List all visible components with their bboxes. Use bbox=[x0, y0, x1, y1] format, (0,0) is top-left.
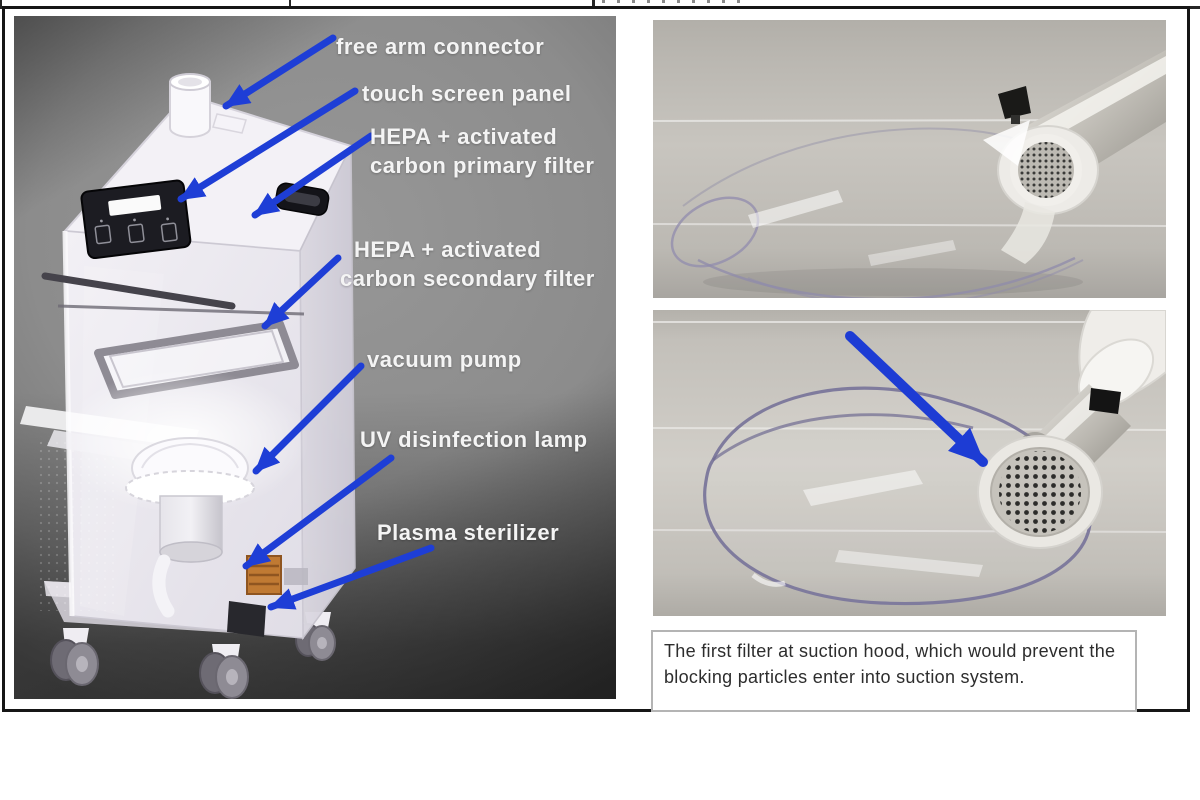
label-hepa-secondary: HEPA + activated carbon secondary filter bbox=[340, 235, 595, 293]
photo-top-svg bbox=[653, 20, 1166, 298]
table-column-divider bbox=[592, 0, 595, 7]
arrow-hepa-primary-filter bbox=[251, 132, 375, 219]
hood-clip bbox=[1089, 388, 1121, 414]
photo-suction-hood-top-view bbox=[653, 310, 1166, 616]
label-free-arm-connector: free arm connector bbox=[336, 34, 545, 59]
label-hepa-primary-line1: HEPA + activated bbox=[370, 124, 558, 149]
annotation-arrows bbox=[177, 34, 435, 611]
arrow-uv-lamp bbox=[242, 454, 395, 570]
label-hepa-primary-line2: carbon primary filter bbox=[370, 153, 595, 178]
background-seam bbox=[653, 223, 1166, 227]
label-vacuum-pump: vacuum pump bbox=[367, 347, 522, 372]
caption-box: The first filter at suction hood, which … bbox=[651, 630, 1137, 712]
reflection-highlight bbox=[983, 120, 1030, 166]
label-plasma-sterilizer: Plasma sterilizer bbox=[377, 520, 560, 545]
arrow-plasma-sterilizer bbox=[267, 544, 435, 611]
label-hepa-primary: HEPA + activated carbon primary filter bbox=[370, 122, 594, 180]
machine-illustration bbox=[20, 34, 435, 699]
filter-disc bbox=[977, 432, 1103, 549]
label-hepa-secondary-line2: carbon secondary filter bbox=[340, 266, 595, 291]
photo-suction-hood-side bbox=[653, 20, 1166, 298]
machine-annotated-panel: free arm connector touch screen panel HE… bbox=[14, 16, 616, 699]
label-hepa-secondary-line1: HEPA + activated bbox=[354, 237, 542, 262]
handle-bar bbox=[41, 272, 236, 310]
arrow-hepa-secondary-filter bbox=[261, 254, 342, 330]
cropped-text-remnant bbox=[602, 0, 752, 3]
label-uv-lamp: UV disinfection lamp bbox=[360, 427, 588, 452]
filter-disc bbox=[983, 120, 1099, 264]
hood-clip bbox=[998, 86, 1031, 124]
figure-frame: free arm connector touch screen panel HE… bbox=[2, 6, 1190, 712]
free-arm-connector-part bbox=[169, 73, 247, 138]
shelf-edge bbox=[57, 304, 305, 316]
table-column-divider bbox=[289, 0, 291, 7]
caster-wheels bbox=[50, 612, 336, 699]
vacuum-pump-part bbox=[59, 369, 309, 618]
touch-screen-panel-part bbox=[80, 179, 192, 260]
table-column-divider bbox=[0, 0, 2, 7]
label-touch-screen-panel: touch screen panel bbox=[362, 81, 572, 106]
arrow-free-arm-connector bbox=[222, 34, 337, 110]
arrow-vacuum-pump bbox=[252, 362, 365, 475]
caption-text: The first filter at suction hood, which … bbox=[664, 641, 1116, 687]
arrow-first-filter bbox=[845, 331, 988, 467]
photo-bottom-svg bbox=[653, 310, 1166, 616]
arrow-touch-screen-panel bbox=[177, 87, 359, 203]
